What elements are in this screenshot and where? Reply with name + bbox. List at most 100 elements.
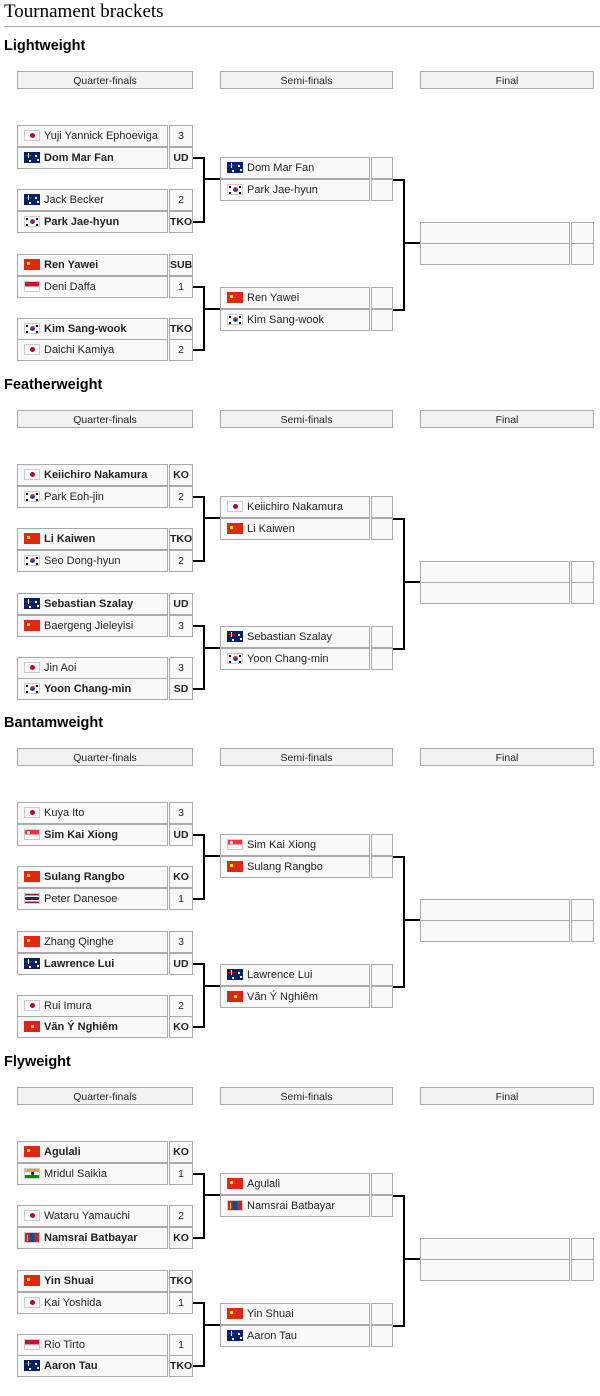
score-cell: TKO: [169, 1355, 193, 1377]
competitor-name[interactable]: Yuji Yannick Ephoeviga: [44, 130, 158, 142]
bracket-connector-line: [193, 1302, 205, 1304]
bracket-connector-line: [403, 1258, 420, 1260]
page-title: Tournament brackets: [4, 0, 600, 27]
bracket-connector-line: [193, 1365, 205, 1367]
competitor-name[interactable]: Daichi Kamiya: [44, 344, 115, 356]
score-cell: [571, 222, 594, 244]
competitor-name[interactable]: Kim Sang-wook: [247, 314, 325, 326]
competitor-name[interactable]: Namsrai Batbayar: [247, 1200, 336, 1212]
competitor-name[interactable]: Yin Shuai: [44, 1275, 94, 1287]
score-cell: UD: [169, 147, 193, 169]
competitor-name[interactable]: Agulali: [44, 1146, 81, 1158]
score-cell: 2: [169, 995, 193, 1017]
competitor-name[interactable]: Jack Becker: [44, 194, 104, 206]
quarter-finals-header: Quarter-finals: [17, 71, 193, 89]
mongolia-flag-icon: [24, 1232, 40, 1243]
bracket-connector-line: [193, 560, 205, 562]
competitor-name[interactable]: Lawrence Lui: [247, 969, 313, 981]
competitor-name[interactable]: Văn Ý Nghiêm: [44, 1021, 118, 1033]
bracket-connector-line: [203, 308, 220, 310]
competitor-name-cell: Văn Ý Nghiêm: [220, 986, 370, 1008]
competitor-name-cell: Văn Ý Nghiêm: [17, 1016, 168, 1038]
competitor-name[interactable]: Văn Ý Nghiêm: [247, 991, 318, 1003]
competitor-name[interactable]: Jin Aoi: [44, 662, 77, 674]
bracket-connector-line: [193, 286, 205, 288]
competitor-name[interactable]: Sebastian Szalay: [44, 598, 134, 610]
bracket-connector-line: [393, 648, 405, 650]
competitor-name[interactable]: Sebastian Szalay: [247, 631, 332, 643]
competitor-name-cell: [420, 899, 570, 921]
china-flag-icon: [24, 533, 40, 544]
competitor-name[interactable]: Seo Dong-hyun: [44, 555, 121, 567]
competitor-name[interactable]: Sulang Rangbo: [247, 861, 323, 873]
australia-flag-icon: [24, 1360, 40, 1371]
competitor-name[interactable]: Sim Kai Xiong: [44, 829, 118, 841]
competitor-name[interactable]: Park Jae-hyun: [44, 216, 120, 228]
competitor-name-cell: Yoon Chang-min: [17, 678, 168, 700]
bracket-connector-line: [203, 985, 220, 987]
competitor-name[interactable]: Park Jae-hyun: [247, 184, 318, 196]
score-cell: [571, 582, 594, 604]
competitor-name[interactable]: Aaron Tau: [247, 1330, 297, 1342]
competitor-name[interactable]: Kuya Ito: [44, 807, 85, 819]
competitor-name[interactable]: Agulali: [247, 1178, 281, 1190]
quarter-finals-header: Quarter-finals: [17, 748, 193, 766]
china-flag-icon: [227, 1178, 243, 1189]
competitor-name-cell: Sulang Rangbo: [17, 866, 168, 888]
competitor-name[interactable]: Lawrence Lui: [44, 958, 115, 970]
score-cell: 3: [169, 802, 193, 824]
thailand-flag-icon: [24, 893, 40, 904]
score-cell: [371, 496, 393, 518]
competitor-name[interactable]: Yoon Chang-min: [44, 683, 132, 695]
competitor-name[interactable]: Ren Yawei: [44, 259, 99, 271]
competitor-name-cell: [420, 561, 570, 583]
competitor-name[interactable]: Peter Danesoe: [44, 893, 118, 905]
competitor-name[interactable]: Mridul Saikia: [44, 1168, 107, 1180]
competitor-name[interactable]: Ren Yawei: [247, 292, 300, 304]
competitor-name[interactable]: Namsrai Batbayar: [44, 1232, 138, 1244]
competitor-name-cell: [420, 1238, 570, 1260]
competitor-name[interactable]: Keiichiro Nakamura: [44, 469, 148, 481]
competitor-name[interactable]: Sulang Rangbo: [44, 871, 125, 883]
competitor-name[interactable]: Aaron Tau: [44, 1360, 98, 1372]
bracket-connector-line: [203, 625, 205, 690]
competitor-name[interactable]: Deni Daffa: [44, 281, 96, 293]
final-header: Final: [420, 71, 594, 89]
competitor-name-cell: Li Kaiwen: [17, 528, 168, 550]
competitor-name[interactable]: Rui Imura: [44, 1000, 92, 1012]
score-cell: TKO: [169, 211, 193, 233]
competitor-name[interactable]: Sim Kai Xiong: [247, 839, 317, 851]
score-cell: 2: [169, 189, 193, 211]
competitor-name[interactable]: Dom Mar Fan: [44, 152, 114, 164]
south-korea-flag-icon: [24, 323, 40, 334]
bracket-connector-line: [203, 178, 220, 180]
bracket-connector-line: [203, 286, 205, 351]
bracket-connector-line: [203, 1173, 205, 1239]
competitor-name[interactable]: Park Eoh-jin: [44, 491, 104, 503]
competitor-name[interactable]: Kai Yoshida: [44, 1297, 102, 1309]
india-flag-icon: [24, 1168, 40, 1179]
competitor-name[interactable]: Keiichiro Nakamura: [247, 501, 343, 513]
japan-flag-icon: [227, 501, 243, 512]
competitor-name[interactable]: Li Kaiwen: [44, 533, 96, 545]
competitor-name[interactable]: Yin Shuai: [247, 1308, 294, 1320]
competitor-name[interactable]: Yoon Chang-min: [247, 653, 329, 665]
bracket-connector-line: [203, 1324, 220, 1326]
division-title: Featherweight: [4, 377, 103, 393]
competitor-name[interactable]: Dom Mar Fan: [247, 162, 315, 174]
score-cell: UD: [169, 593, 193, 615]
final-header: Final: [420, 410, 594, 428]
competitor-name[interactable]: Baergeng Jieleyisi: [44, 620, 134, 632]
score-cell: [571, 1238, 594, 1260]
competitor-name[interactable]: Zhang Qinghe: [44, 936, 114, 948]
competitor-name-cell: [420, 1259, 570, 1281]
competitor-name[interactable]: Li Kaiwen: [247, 523, 295, 535]
competitor-name-cell: Kim Sang-wook: [220, 309, 370, 331]
score-cell: [571, 1259, 594, 1281]
competitor-name[interactable]: Rio Tirto: [44, 1339, 85, 1351]
competitor-name[interactable]: Kim Sang-wook: [44, 323, 127, 335]
competitor-name[interactable]: Wataru Yamauchi: [44, 1210, 131, 1222]
quarter-finals-header: Quarter-finals: [17, 1087, 193, 1105]
competitor-name-cell: Yuji Yannick Ephoeviga: [17, 125, 168, 147]
